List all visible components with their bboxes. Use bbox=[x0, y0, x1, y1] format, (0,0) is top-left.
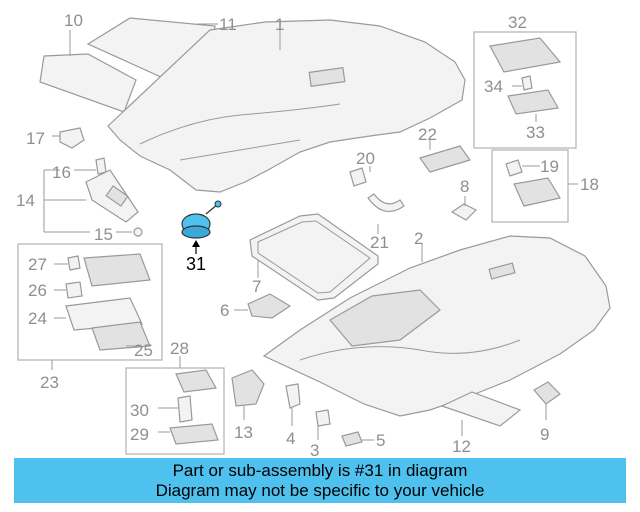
callout-8: 8 bbox=[460, 177, 469, 196]
part-17-clip bbox=[59, 127, 85, 149]
callout-3: 3 bbox=[310, 441, 319, 460]
callout-19: 19 bbox=[540, 157, 559, 176]
group-box-18 bbox=[491, 149, 569, 223]
part-10-pad bbox=[39, 53, 137, 113]
part-3-clip bbox=[315, 409, 331, 427]
callout-21: 21 bbox=[370, 233, 389, 252]
callout-23: 23 bbox=[40, 373, 59, 392]
callout-15: 15 bbox=[94, 225, 113, 244]
callout-29: 29 bbox=[130, 425, 149, 444]
callout-32: 32 bbox=[508, 13, 527, 32]
part-30-bulb bbox=[177, 395, 193, 423]
banner-line-1: Part or sub-assembly is #31 in diagram bbox=[172, 461, 468, 480]
part-15-clip bbox=[133, 227, 143, 237]
part-31-highlighted bbox=[181, 200, 222, 254]
callout-27: 27 bbox=[28, 255, 47, 274]
part-1-opening bbox=[308, 67, 346, 87]
callout-18: 18 bbox=[580, 175, 599, 194]
part-16-bracket bbox=[95, 157, 107, 175]
part-4-hook bbox=[285, 383, 301, 409]
part-19-lens bbox=[505, 159, 523, 177]
part-28-housing bbox=[175, 369, 217, 393]
callout-9: 9 bbox=[540, 425, 549, 444]
callout-5: 5 bbox=[376, 431, 385, 450]
part-6-patch bbox=[247, 293, 292, 319]
callout-10: 10 bbox=[64, 11, 83, 30]
part-27-light bbox=[67, 255, 81, 271]
callout-6: 6 bbox=[220, 301, 229, 320]
callout-25: 25 bbox=[134, 341, 153, 360]
callout-16: 16 bbox=[52, 163, 71, 182]
callout-20: 20 bbox=[356, 149, 375, 168]
callout-31: 31 bbox=[186, 254, 206, 274]
group-box-32 bbox=[473, 31, 577, 149]
callout-26: 26 bbox=[28, 281, 47, 300]
callout-24: 24 bbox=[28, 309, 47, 328]
part-12-pad bbox=[440, 391, 522, 427]
callout-13: 13 bbox=[234, 423, 253, 442]
callout-4: 4 bbox=[286, 429, 295, 448]
part-20-clip bbox=[349, 167, 367, 187]
callout-33: 33 bbox=[526, 123, 545, 142]
part-2-headliner bbox=[262, 235, 611, 417]
part-2-slot bbox=[488, 262, 516, 280]
part-9-clip bbox=[533, 381, 561, 405]
callout-22: 22 bbox=[418, 125, 437, 144]
part-5-clip bbox=[341, 431, 363, 447]
part-25-panel bbox=[91, 321, 151, 351]
group-box-28 bbox=[125, 367, 225, 455]
callout-7: 7 bbox=[252, 277, 261, 296]
part-29-lens bbox=[169, 423, 219, 445]
part-8-pad bbox=[450, 203, 478, 221]
info-banner: Part or sub-assembly is #31 in diagram D… bbox=[14, 458, 626, 503]
part-7-seal bbox=[249, 213, 379, 301]
part-13-bracket bbox=[231, 369, 265, 407]
part-22-bracket bbox=[419, 145, 471, 173]
banner-line-2: Diagram may not be specific to your vehi… bbox=[155, 481, 485, 500]
part-26-lens bbox=[65, 281, 83, 299]
callout-34: 34 bbox=[484, 77, 503, 96]
part-1-headliner bbox=[107, 19, 466, 193]
callout-17: 17 bbox=[26, 129, 45, 148]
group-box-23 bbox=[17, 243, 163, 361]
callout-30: 30 bbox=[130, 401, 149, 420]
part-32-housing bbox=[489, 37, 562, 73]
console-top bbox=[83, 253, 151, 287]
callout-2: 2 bbox=[414, 229, 423, 248]
callout-28: 28 bbox=[170, 339, 189, 358]
part-24-console bbox=[65, 297, 143, 331]
part-18-lamp bbox=[513, 177, 561, 207]
part-21-handle bbox=[367, 193, 405, 213]
part-33-lamp bbox=[507, 89, 559, 115]
callout-1: 1 bbox=[275, 15, 284, 34]
part-34-lens bbox=[521, 75, 533, 91]
callout-12: 12 bbox=[452, 437, 471, 456]
part-2-opening bbox=[329, 289, 441, 347]
callout-14: 14 bbox=[16, 191, 35, 210]
callout-11: 11 bbox=[219, 15, 237, 34]
